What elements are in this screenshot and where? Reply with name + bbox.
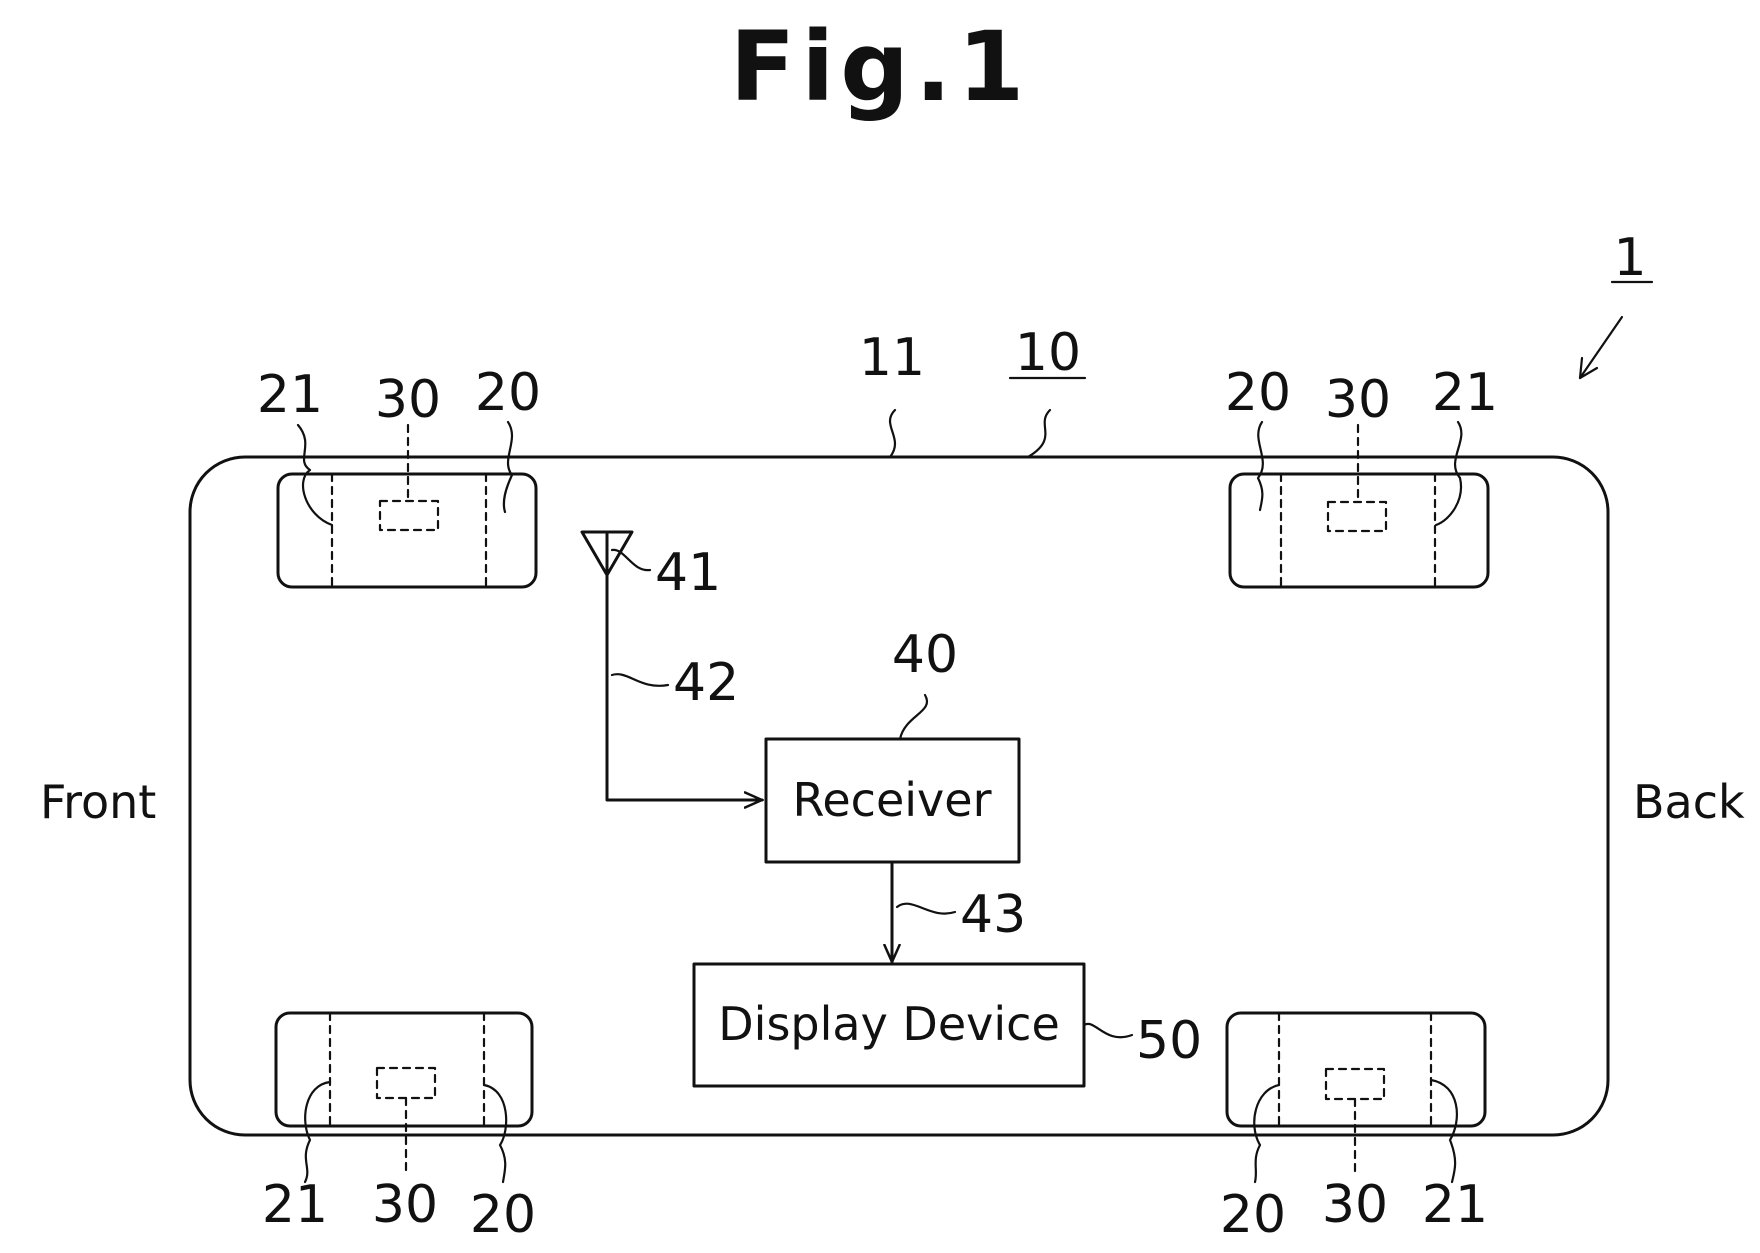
body-leader-line: [890, 410, 895, 457]
antenna-line-ref-label: 42: [673, 653, 739, 713]
antenna: 41: [582, 532, 721, 603]
brake-ref-label: 21: [262, 1175, 328, 1235]
sensor-box: [377, 1068, 435, 1098]
brake-ref-label: 21: [1422, 1175, 1488, 1235]
front-label: Front: [40, 775, 156, 829]
wheel-back-bottom: 20 30 21: [1220, 1013, 1488, 1245]
sensor-ref-label: 30: [372, 1175, 438, 1235]
brake-ref-label: 21: [1432, 363, 1498, 423]
wheel-front-top: 21 30 20: [257, 363, 541, 587]
antenna-ref-label: 41: [655, 543, 721, 603]
figure-title: Fig.1: [730, 11, 1030, 123]
sensor-ref-label: 30: [375, 370, 441, 430]
signal-line-ref-label: 43: [960, 885, 1026, 945]
receiver-ref-label: 40: [892, 625, 958, 685]
wheel-ref-label: 20: [470, 1185, 536, 1245]
sensor-box: [1326, 1069, 1384, 1099]
wheel-back-top: 20 30 21: [1225, 363, 1498, 587]
system-reference: 1: [1580, 228, 1652, 378]
sensor-ref-label: 30: [1322, 1175, 1388, 1235]
wheel-ref-label: 20: [1220, 1185, 1286, 1245]
sensor-box: [380, 501, 438, 530]
sensor-ref-label: 30: [1325, 370, 1391, 430]
vehicle-leader-line: [1028, 410, 1050, 457]
display-ref-label: 50: [1136, 1011, 1202, 1071]
vehicle-ref-label: 10: [1015, 323, 1081, 383]
sensor-box: [1328, 502, 1386, 531]
wheel-ref-label: 20: [1225, 363, 1291, 423]
system-ref-label: 1: [1613, 228, 1646, 288]
brake-ref-label: 21: [257, 365, 323, 425]
body-ref-label: 11: [859, 328, 925, 388]
display-device-label: Display Device: [718, 997, 1060, 1051]
receiver-label: Receiver: [792, 773, 991, 827]
wheel-tire: [276, 1013, 532, 1126]
wheel-front-bottom: 21 30 20: [262, 1013, 536, 1245]
back-label: Back: [1633, 775, 1745, 829]
wheel-ref-label: 20: [475, 363, 541, 423]
